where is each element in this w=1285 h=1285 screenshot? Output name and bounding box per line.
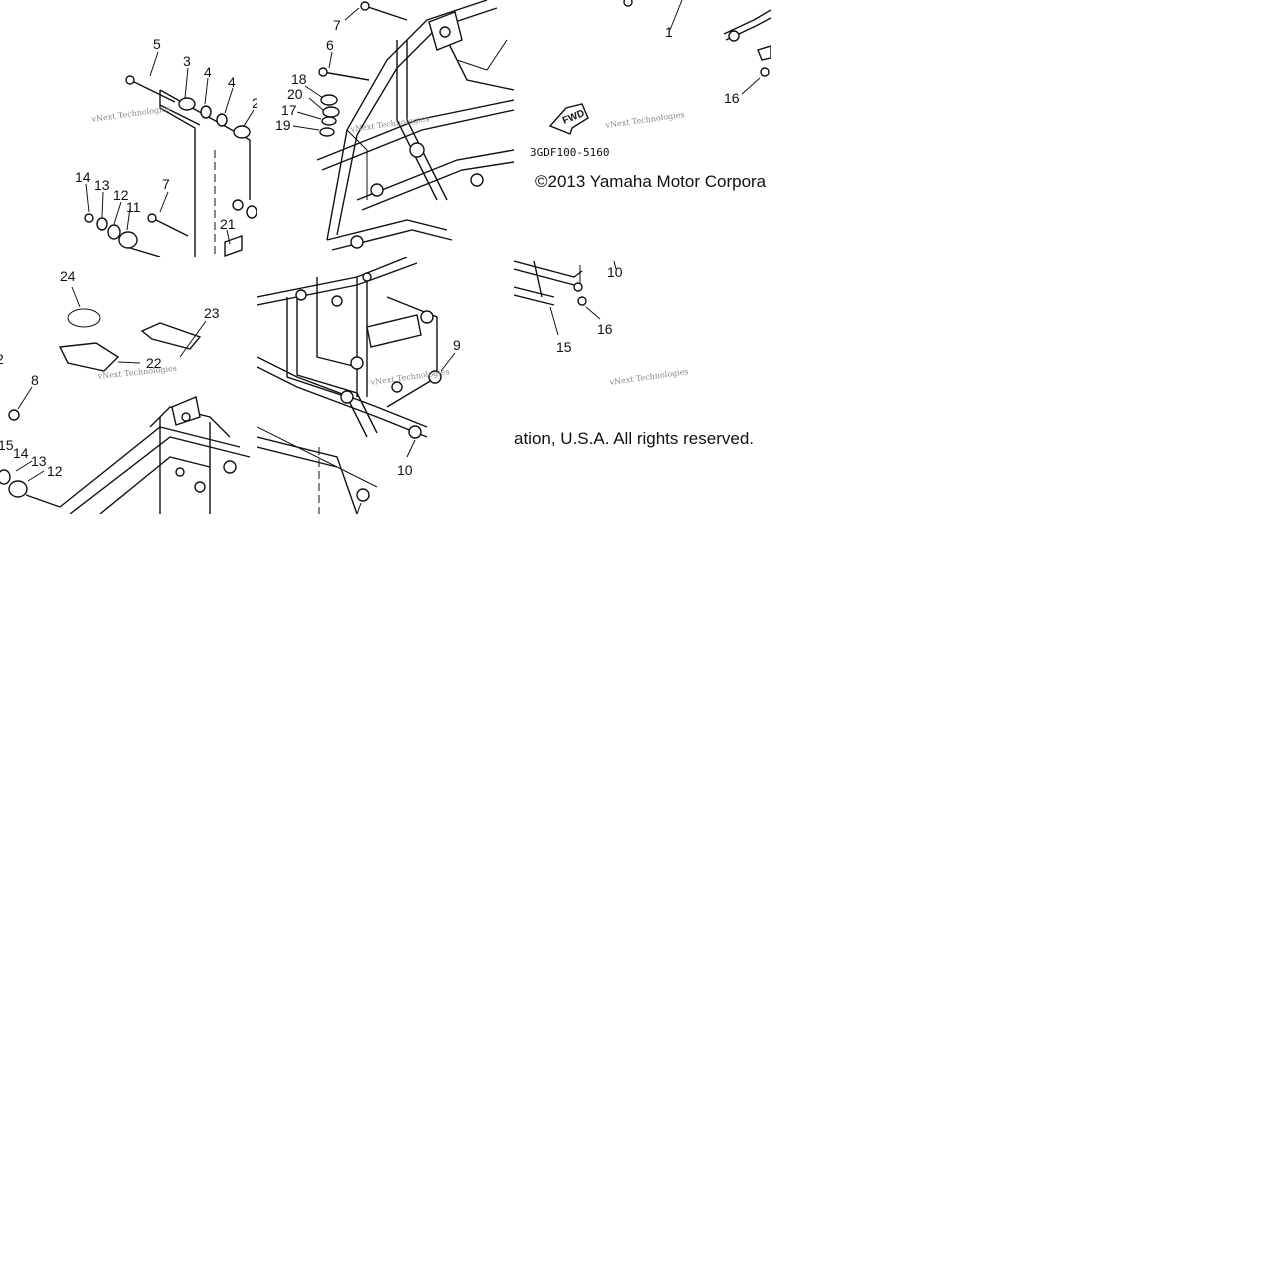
callout-24: 24 bbox=[60, 268, 76, 284]
callout-13b: 14 bbox=[13, 445, 29, 461]
callout-11: 11 bbox=[126, 199, 141, 215]
watermark: vNext Technologies bbox=[608, 367, 689, 387]
callout-1: 1 bbox=[665, 24, 673, 40]
callout-14: 14 bbox=[75, 169, 91, 185]
callout-20: 20 bbox=[287, 86, 303, 102]
callout-19: 19 bbox=[275, 117, 291, 133]
callout-8: 7 bbox=[162, 176, 170, 192]
watermark: vNext Technologies bbox=[604, 110, 685, 130]
callout-16b: 16 bbox=[597, 321, 613, 337]
diagram-tile-top-middle: 7 6 18 20 17 19 vNext Technologies bbox=[257, 0, 514, 257]
callout-4a: 4 bbox=[204, 64, 212, 80]
callout-15: 15 bbox=[556, 339, 572, 355]
o-ring bbox=[67, 308, 101, 328]
callout-2: 2 bbox=[252, 95, 257, 111]
callout-23: 23 bbox=[204, 305, 220, 321]
diagram-tile-top-right: FWD 1 16 3GDF100-5160 vNext Technologies… bbox=[514, 0, 771, 257]
callout-18: 18 bbox=[291, 71, 307, 87]
part-code: 3GDF100-5160 bbox=[530, 146, 609, 159]
watermark: vNext Technologies bbox=[369, 367, 450, 387]
callout-3: 3 bbox=[183, 53, 191, 69]
callout-13: 13 bbox=[94, 177, 110, 193]
diagram-tile-bottom-middle: 9 10 vNext Technologies bbox=[257, 257, 514, 514]
callout-10b: 10 bbox=[397, 462, 413, 478]
callout-16: 16 bbox=[724, 90, 740, 106]
callout-5: 5 bbox=[153, 36, 161, 52]
copyright-text-part1: ©2013 Yamaha Motor Corpora bbox=[535, 172, 767, 191]
callout-2b: 2 bbox=[0, 351, 4, 367]
callout-6: 6 bbox=[326, 37, 334, 53]
diagram-tile-top-left: 5 3 4 4 2 7 21 11 12 13 14 vNext Technol… bbox=[0, 0, 257, 257]
callout-10a: 9 bbox=[453, 337, 461, 353]
callout-22: 22 bbox=[146, 355, 162, 371]
copyright-text-part2: ation, U.S.A. All rights reserved. bbox=[514, 429, 754, 448]
callout-14b: 15 bbox=[0, 437, 14, 453]
callout-7: 7 bbox=[333, 17, 341, 33]
callout-11b: 12 bbox=[47, 463, 63, 479]
callout-10c: 10 bbox=[607, 264, 623, 280]
callout-21: 21 bbox=[220, 216, 236, 232]
fwd-arrow-icon bbox=[548, 103, 589, 135]
callout-9: 8 bbox=[31, 372, 39, 388]
callout-4b: 4 bbox=[228, 74, 236, 90]
callout-12b: 13 bbox=[31, 453, 47, 469]
callout-17: 17 bbox=[281, 102, 297, 118]
diagram-tile-bottom-right: 10 16 15 vNext Technologies ation, U.S.A… bbox=[514, 257, 771, 514]
diagram-tile-bottom-left: 24 23 22 2 8 15 14 13 12 vNext Technolog… bbox=[0, 257, 257, 514]
callout-12: 12 bbox=[113, 187, 129, 203]
watermark: vNext Technologies bbox=[90, 104, 171, 124]
